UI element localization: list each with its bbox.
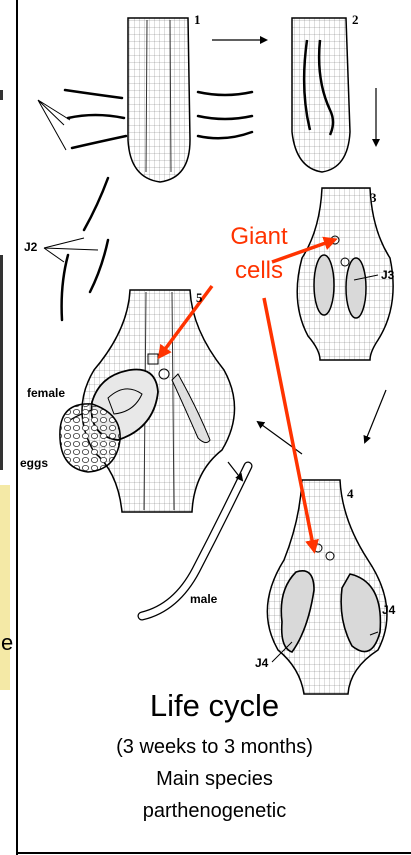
giant-cells-label-line1: Giant [214, 222, 304, 252]
stage-number-1: 1 [194, 12, 201, 28]
j2-pointer-lines [38, 100, 98, 262]
stage-4-gall [267, 480, 387, 694]
eggs-label: eggs [20, 456, 48, 470]
female-label: female [27, 386, 65, 400]
caption-line-3: Main species [18, 768, 411, 791]
male-label: male [190, 592, 217, 606]
j2-label: J2 [24, 240, 37, 254]
stage-number-2: 2 [352, 12, 359, 28]
j3-label: J3 [381, 268, 394, 282]
stage-number-4: 4 [347, 486, 354, 502]
caption-line-4: parthenogenetic [18, 800, 411, 823]
egg-mass [60, 404, 120, 472]
stage-number-3: 3 [370, 190, 377, 206]
stage-1-root-tip [128, 18, 190, 182]
caption-duration: (3 weeks to 3 months) [18, 736, 411, 759]
j4-label-right: J4 [382, 603, 395, 617]
j4-label-left: J4 [255, 656, 268, 670]
stage-3-gall [297, 188, 393, 360]
caption-title: Life cycle [18, 688, 411, 724]
stage-2-root-penetration [292, 18, 350, 172]
stage-number-5: 5 [196, 290, 203, 306]
stage-5-gall-female [70, 290, 235, 512]
giant-cells-label-line2: cells [214, 256, 304, 286]
